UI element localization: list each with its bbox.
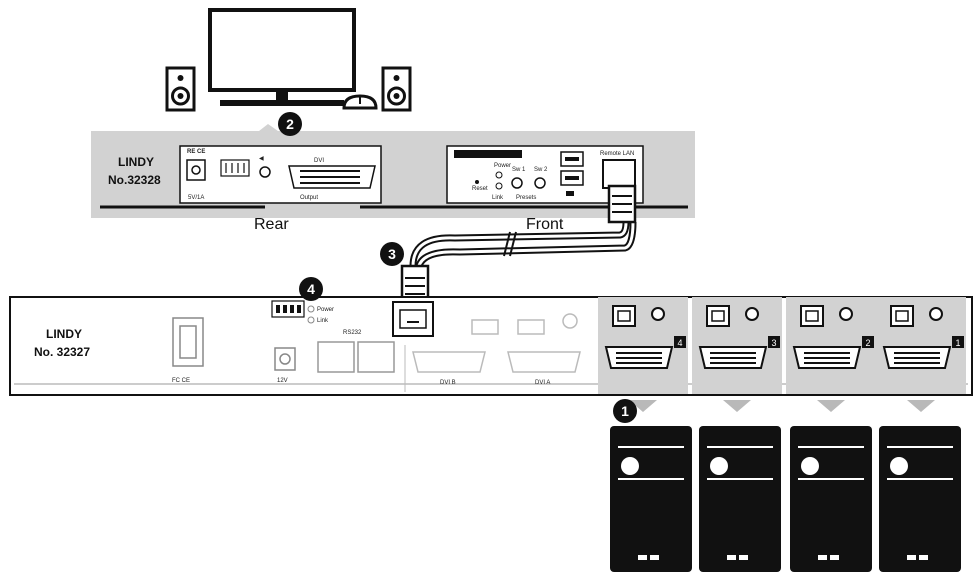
switch-usb-mouse-port	[517, 319, 545, 335]
switch-usb-kbd-port	[471, 319, 499, 335]
receiver-reset-label: Reset	[472, 186, 488, 192]
receiver-model: No.32328	[108, 173, 161, 187]
step-marker-1: 1	[613, 399, 637, 423]
monitor-icon	[208, 8, 356, 106]
switch-dvi-a-port	[507, 351, 581, 373]
computer-tower-icon	[699, 426, 781, 572]
receiver-front-label: Front	[526, 216, 564, 233]
switch-dip-switch: Power Link	[271, 300, 334, 324]
switch-power-label: Power	[317, 307, 334, 313]
computer-port-group-3: 3	[692, 297, 782, 412]
step-marker-3: 3	[380, 242, 404, 266]
switch-audio-port	[562, 313, 578, 329]
computer-port-group-4: 4	[598, 297, 688, 412]
port-number-label: 4	[677, 338, 682, 348]
computer-tower-icon	[610, 426, 692, 572]
receiver-dvi-label: DVI	[314, 158, 324, 164]
switch-dvi-b-port	[412, 351, 486, 373]
receiver-dc-label: 5V/1A	[188, 195, 204, 201]
receiver-remote-label: Remote LAN	[600, 151, 634, 157]
receiver-presets-label: Presets	[516, 195, 536, 201]
receiver-sw2-label: Sw 2	[534, 167, 548, 173]
switch-dvi-b-label: DVI B	[440, 380, 456, 386]
port-number-label: 3	[771, 338, 776, 348]
computer-tower-icon	[879, 426, 961, 572]
lan-cable	[409, 221, 637, 271]
port-number-label: 1	[955, 338, 960, 348]
switch-rs232-label: RS232	[343, 330, 362, 336]
switch-link-label: Link	[317, 318, 329, 324]
receiver-output-label: Output	[300, 195, 318, 201]
switch-model: No. 32327	[34, 345, 90, 359]
audio-out-icon: ◀︎	[259, 156, 264, 162]
svg-text:3: 3	[388, 246, 396, 262]
rs232-port-2	[357, 341, 395, 373]
speaker-left-icon	[165, 66, 196, 112]
svg-text:2: 2	[286, 116, 294, 132]
computer-tower-icon	[790, 426, 872, 572]
speaker-right-icon	[381, 66, 412, 112]
svg-text:4: 4	[307, 281, 315, 297]
rj45-port-icon	[602, 159, 636, 189]
rs232-port-1	[317, 341, 355, 373]
power-rocker-switch: FC CE	[172, 317, 204, 384]
switch-brand: LINDY	[46, 327, 82, 341]
receiver-rear-label: Rear	[254, 216, 289, 233]
svg-text:1: 1	[621, 403, 629, 419]
step-marker-2: 2	[278, 112, 302, 136]
rj45-plug-top	[607, 184, 637, 224]
step-marker-4: 4	[299, 277, 323, 301]
svg-text:RE CE: RE CE	[187, 149, 205, 155]
svg-text:FC CE: FC CE	[172, 378, 190, 384]
computer-port-group-2: 2	[786, 297, 876, 412]
receiver-link-label: Link	[492, 195, 504, 201]
receiver-brand: LINDY	[118, 155, 154, 169]
mouse-icon	[342, 94, 378, 110]
receiver-rear-panel: RE CE 5V/1A ◀︎ DVI Output	[179, 145, 382, 204]
audio-jack-icon	[259, 166, 271, 178]
port-number-label: 2	[865, 338, 870, 348]
dip-switch-icon	[220, 159, 250, 177]
computer-port-group-1: 1	[876, 297, 966, 412]
receiver-power-label: Power	[494, 163, 511, 169]
receiver-sw1-label: Sw 1	[512, 167, 526, 173]
switch-dvi-a-label: DVI A	[535, 380, 550, 386]
switch-dc-label: 12V	[277, 378, 288, 384]
